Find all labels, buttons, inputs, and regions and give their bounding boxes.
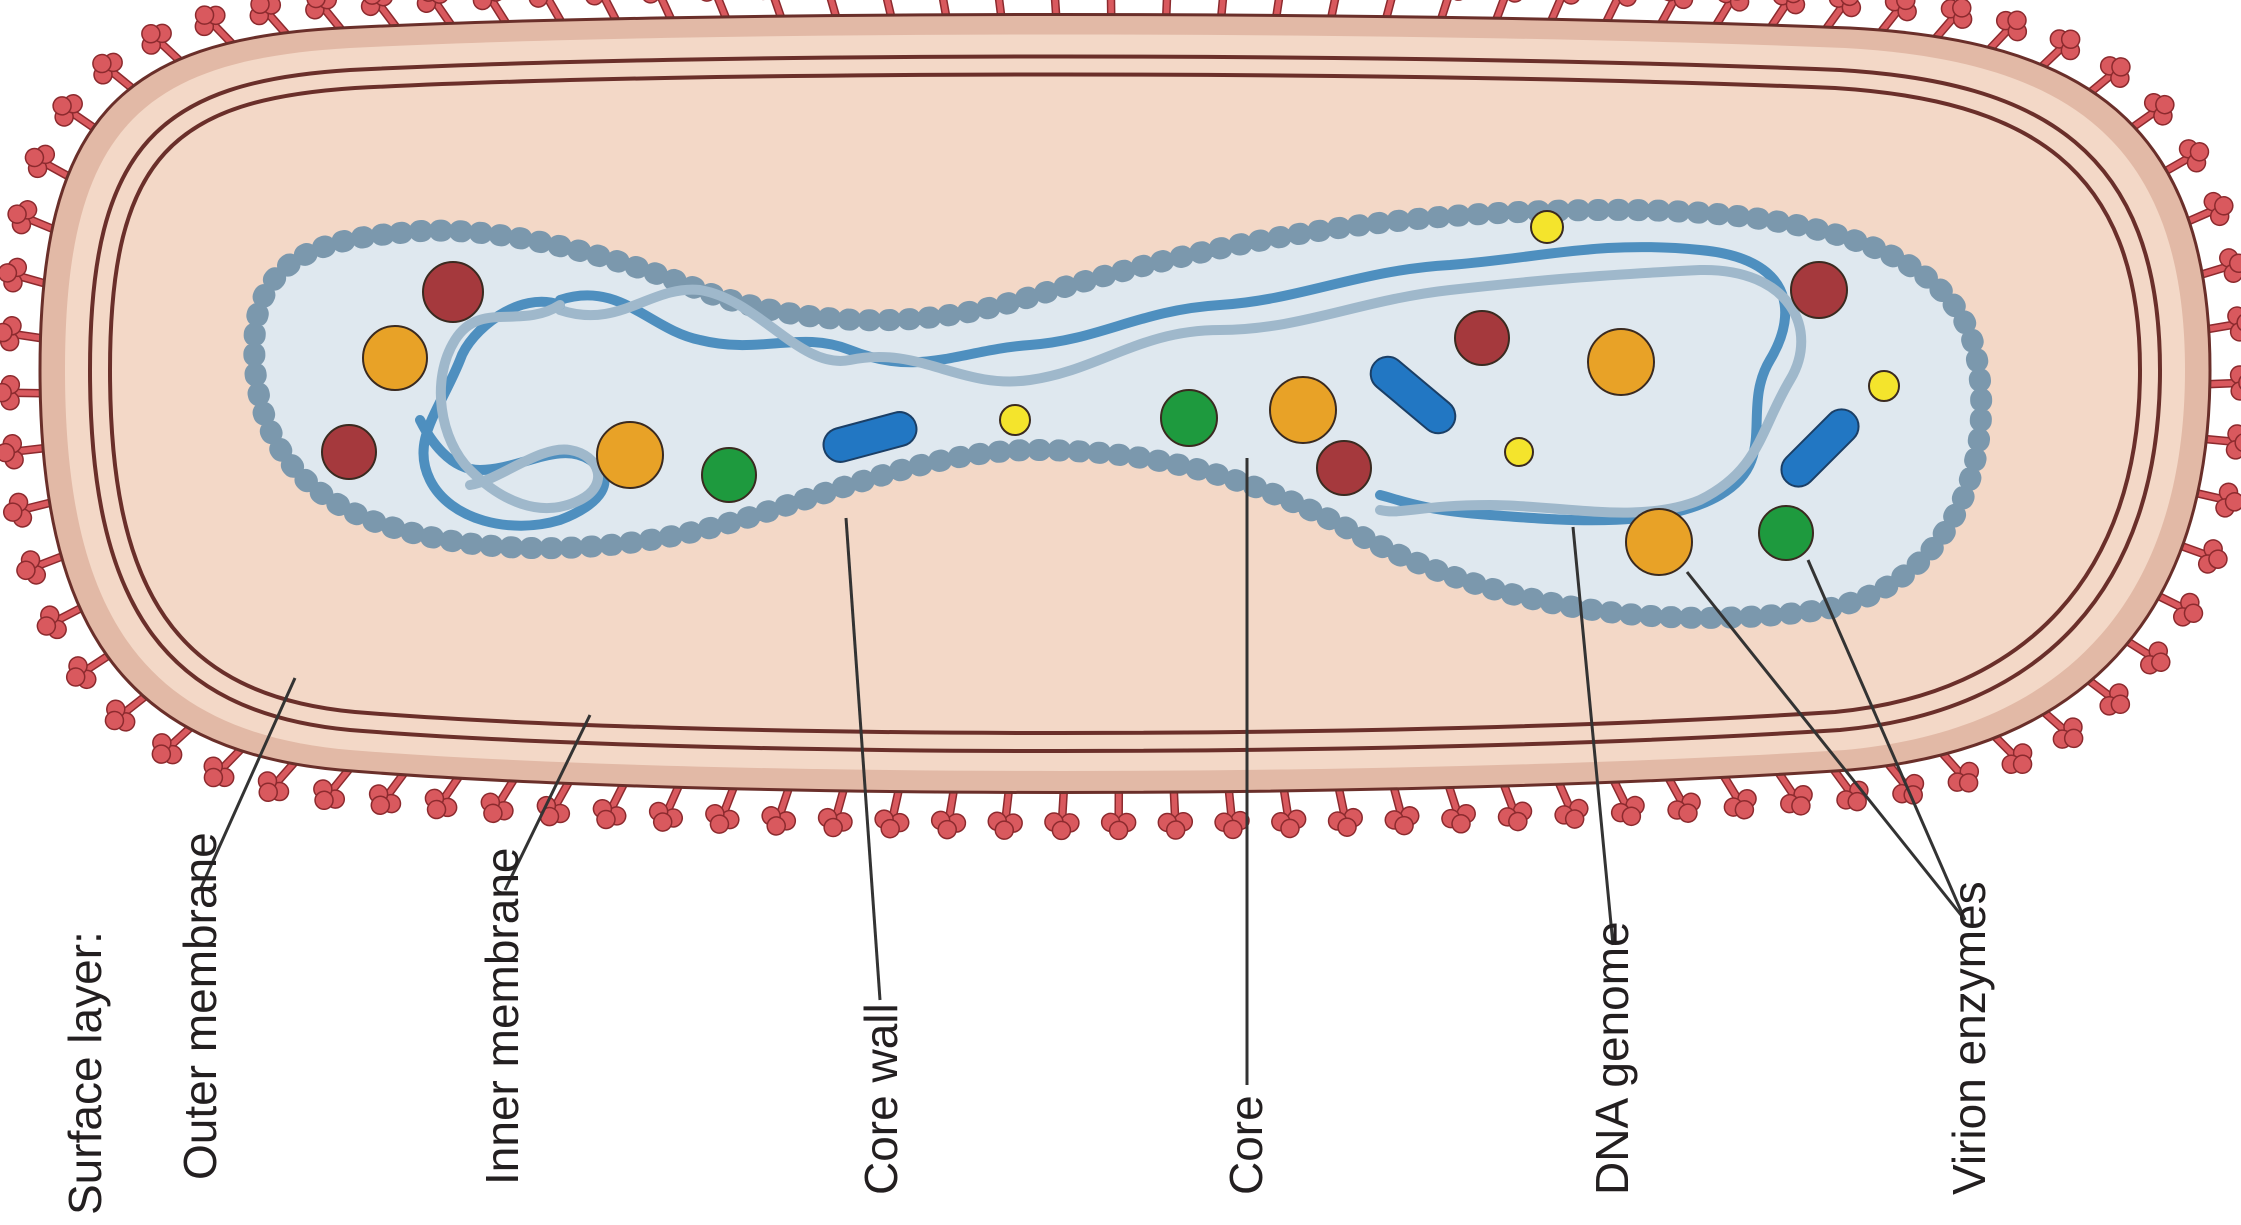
enzyme-particle: [1531, 211, 1563, 243]
enzyme-particle: [423, 262, 483, 322]
enzyme-particle: [597, 422, 663, 488]
surface-spike: [814, 784, 860, 840]
label-virion-enzymes: Virion enzymes: [1943, 881, 1995, 1195]
label-surface-layer: Surface layer:: [59, 931, 111, 1215]
surface-spike: [1267, 786, 1308, 840]
enzyme-particle: [363, 326, 427, 390]
surface-spike: [1212, 788, 1251, 840]
enzyme-particle: [1791, 262, 1847, 318]
enzyme-particle: [1869, 371, 1899, 401]
enzyme-particle: [322, 425, 376, 479]
enzyme-particle: [1588, 329, 1654, 395]
enzyme-particle: [1161, 390, 1217, 446]
label-dna-genome: DNA genome: [1586, 921, 1638, 1195]
surface-spike: [1377, 783, 1422, 839]
surface-spike: [1102, 790, 1136, 839]
enzyme-particle: [1317, 441, 1371, 495]
enzyme-particle: [1455, 311, 1509, 365]
surface-spike: [1044, 789, 1081, 840]
surface-spike: [872, 786, 916, 841]
enzyme-particle: [1626, 509, 1692, 575]
enzyme-particle: [1759, 506, 1813, 560]
surface-spike: [1157, 789, 1193, 840]
surface-spike: [2207, 365, 2241, 401]
enzyme-particle: [702, 448, 756, 502]
surface-spike: [0, 431, 47, 470]
label-inner-membrane: Inner membrane: [476, 848, 528, 1186]
surface-spike: [0, 314, 45, 355]
surface-spike: [986, 788, 1025, 841]
label-core: Core: [1220, 1095, 1272, 1195]
surface-spike: [0, 375, 42, 410]
label-outer-membrane: Outer membrane: [174, 832, 226, 1180]
surface-spike: [929, 787, 971, 841]
enzyme-particle: [1000, 405, 1030, 435]
enzyme-particle: [1270, 377, 1336, 443]
enzyme-particle: [1505, 438, 1533, 466]
label-core-wall: Core wall: [855, 1003, 907, 1195]
surface-spike: [1322, 785, 1365, 840]
